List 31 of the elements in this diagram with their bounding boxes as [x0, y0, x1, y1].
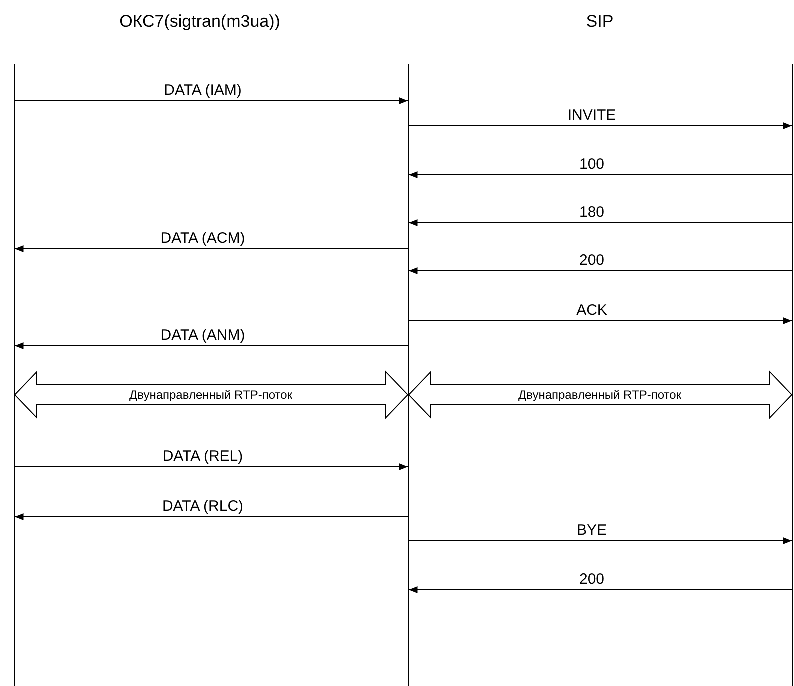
edge-label: DATA (IAM)	[164, 83, 242, 99]
message-arrow	[14, 514, 408, 520]
message-arrow	[408, 220, 792, 226]
lifeline	[792, 64, 793, 686]
message-arrow	[14, 464, 408, 470]
edge-label: INVITE	[568, 108, 616, 124]
message-arrow	[408, 122, 792, 130]
message-arrow	[408, 538, 792, 544]
message-arrow	[14, 98, 408, 104]
message-arrow	[14, 342, 408, 350]
lifeline	[408, 64, 409, 686]
edge-label: ACK	[576, 303, 608, 319]
lifeline	[14, 64, 15, 686]
edge-label: DATA (RLC)	[162, 499, 244, 515]
edge-label: 200	[579, 572, 605, 588]
edge-label: BYE	[577, 523, 607, 539]
edge-label: 100	[579, 157, 605, 173]
column-heading: ОКС7(sigtran(m3ua))	[120, 12, 280, 32]
edge-label: Двунаправленный RTP-поток	[518, 388, 682, 402]
edge-label: Двунаправленный RTP-поток	[129, 388, 293, 402]
edge-label: DATA (ANM)	[160, 328, 246, 344]
message-arrow	[408, 318, 792, 324]
message-arrow	[408, 586, 792, 594]
message-arrow	[408, 172, 792, 178]
column-heading: SIP	[586, 12, 614, 32]
edge-label: DATA (ACM)	[160, 231, 246, 247]
edge-label: DATA (REL)	[162, 449, 244, 465]
edge-label: 200	[579, 253, 605, 269]
message-arrow	[408, 268, 792, 274]
message-arrow	[14, 246, 408, 252]
edge-label: 180	[579, 205, 605, 221]
